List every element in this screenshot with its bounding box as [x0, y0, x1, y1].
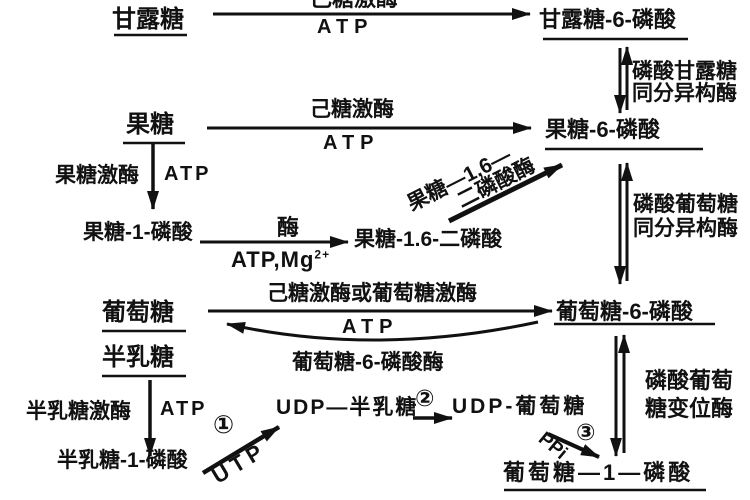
label-fructokinase: 果糖激酶 — [55, 164, 139, 187]
label-hexokinase-mid: 己糖激酶 — [310, 98, 394, 121]
node-fructose: 果糖 — [126, 111, 174, 138]
node-fructose-1-phosphate: 果糖-1-磷酸 — [83, 221, 193, 244]
arrow-g6p-to-glucose-curved — [226, 320, 539, 342]
label-phosphomannose-isomerase-line2: 同分异构酶 — [632, 82, 737, 106]
label-atp-mg-superscript: 2+ — [314, 247, 331, 262]
node-fructose-1-6-bisphosphate: 果糖-1.6-二磷酸 — [354, 228, 503, 251]
label-atp-fructokinase: ATP — [164, 163, 212, 185]
label-phosphomannose-isomerase-line1: 磷酸甘露糖 — [632, 60, 737, 83]
node-mannose: 甘露糖 — [112, 6, 184, 33]
label-atp-glucose-row: ATP — [342, 316, 399, 338]
label-phosphoglucose-isomerase-line1: 磷酸葡萄糖 — [633, 193, 738, 216]
node-udp-glucose: UDP-葡萄糖 — [452, 395, 588, 418]
label-atp-mannose-row: ATP — [317, 16, 374, 38]
step-2-badge: ② — [415, 385, 435, 411]
label-phosphomannose-isomerase: 磷酸甘露糖 同分异构酶 — [632, 60, 737, 106]
step-1-badge: ① — [213, 411, 235, 439]
label-phosphoglucomutase: 磷酸葡萄 糖变位酶 — [645, 367, 733, 422]
node-mannose-6-phosphate: 甘露糖-6-磷酸 — [539, 7, 676, 32]
arrow-ppi-diagonal — [547, 432, 600, 459]
node-udp-galactose: UDP—半乳糖 — [276, 396, 419, 419]
label-phosphoglucomutase-line2: 糖变位酶 — [645, 395, 734, 421]
arrow-gal1p-to-udpgal-diagonal — [201, 425, 281, 475]
node-glucose: 葡萄糖 — [102, 299, 174, 326]
label-phosphoglucomutase-line1: 磷酸葡萄 — [645, 368, 734, 393]
step-3-badge: ③ — [576, 419, 596, 445]
node-glucose-6-phosphate: 葡萄糖-6-磷酸 — [556, 299, 693, 324]
label-atp-fructose-row: ATP — [323, 132, 380, 154]
label-phosphoglucose-isomerase-line2: 同分异构酶 — [633, 217, 738, 241]
node-galactose-1-phosphate: 半乳糖-1-磷酸 — [57, 449, 188, 472]
label-atp-mg-base: ATP,Mg — [231, 247, 315, 272]
label-glucose-6-phosphatase: 葡萄糖-6-磷酸酶 — [292, 351, 444, 374]
label-hexokinase-or-glucokinase: 己糖激酶或葡萄糖激酶 — [267, 282, 477, 305]
label-phosphoglucose-isomerase: 磷酸葡萄糖 同分异构酶 — [633, 193, 738, 241]
label-atp-galactokinase: ATP — [160, 398, 208, 420]
node-glucose-1-phosphate: 葡萄糖—1—磷酸 — [503, 460, 694, 485]
node-fructose-6-phosphate: 果糖-6-磷酸 — [545, 117, 660, 142]
label-galactokinase: 半乳糖激酶 — [26, 400, 131, 423]
label-atp-mg: ATP,Mg2+ — [231, 248, 330, 271]
node-galactose: 半乳糖 — [102, 344, 174, 371]
label-enzyme: 酶 — [277, 215, 300, 240]
arrow-f16bp-to-f6p-diagonal — [447, 162, 564, 224]
label-hexokinase-top: 己糖激酶 — [310, 0, 398, 10]
